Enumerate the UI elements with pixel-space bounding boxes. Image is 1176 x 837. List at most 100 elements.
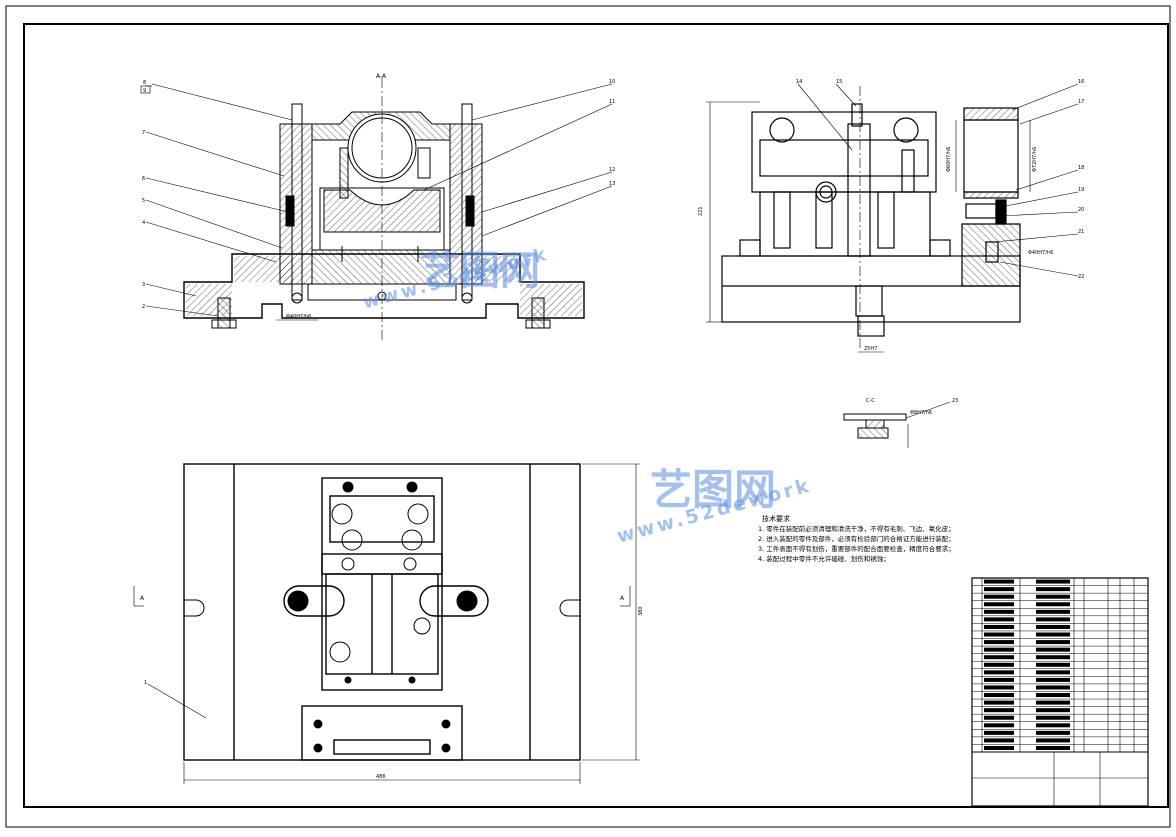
callout-14: 14 <box>796 79 802 85</box>
callout-6: 6 <box>142 176 145 182</box>
tech-req-item-4: 4. 装配过程中零件不允许磕碰、划伤和锈蚀； <box>758 555 890 563</box>
parts-row-entry <box>1036 587 1070 592</box>
callout-4: 4 <box>142 220 145 226</box>
callout-8: 8 <box>143 80 146 86</box>
parts-row-entry <box>1036 624 1070 629</box>
parts-row-entry <box>1036 662 1070 667</box>
front-section-view <box>183 103 585 329</box>
parts-row-entry <box>984 738 1014 743</box>
dim-front-fit: Φ40H7/h6 <box>286 314 311 320</box>
parts-row-entry <box>984 624 1014 629</box>
parts-row-entry <box>984 579 1014 584</box>
parts-row-entry <box>1036 708 1070 713</box>
parts-row-entry <box>984 587 1014 592</box>
callout-1: 1 <box>144 680 147 686</box>
parts-row-entry <box>984 662 1014 667</box>
parts-row-entry <box>1036 693 1070 698</box>
dim-side-height: 221 <box>698 206 704 216</box>
parts-row-entry <box>1036 617 1070 622</box>
callout-12: 12 <box>609 167 615 173</box>
parts-row-entry <box>1036 647 1070 652</box>
parts-row-entry <box>984 693 1014 698</box>
tech-req-title: 技术要求 <box>762 515 790 523</box>
dim-plan-height: 380 <box>638 606 644 616</box>
tech-req-item-2: 2. 进入装配的零件及部件，必须有检验部门的合格证方能进行装配； <box>758 535 955 543</box>
callout-15: 15 <box>836 79 842 85</box>
callout-16: 16 <box>1078 79 1084 85</box>
callout-2: 2 <box>142 304 145 310</box>
callout-box-label: 9 <box>143 88 146 94</box>
parts-row-entry <box>1036 685 1070 690</box>
parts-row-entry <box>984 640 1014 645</box>
parts-row-entry <box>1036 655 1070 660</box>
callout-3: 3 <box>142 282 145 288</box>
plan-view <box>183 463 581 761</box>
section-label-aa: A-A <box>376 73 387 80</box>
parts-list-rows <box>972 579 1148 753</box>
callout-10: 10 <box>609 79 615 85</box>
arrow-label-a-left: A <box>140 595 145 602</box>
parts-row-entry <box>984 746 1014 750</box>
parts-row-entry <box>984 730 1014 735</box>
arrow-label-a-right: A <box>620 595 625 602</box>
section-label-cc: C-C <box>866 398 875 404</box>
parts-row-entry <box>1036 609 1070 614</box>
callout-23: 23 <box>952 398 958 404</box>
parts-row-entry <box>1036 670 1070 675</box>
tech-req-item-1: 1. 零件在装配前必须清理和清洗干净，不得有毛刺、飞边、氧化皮； <box>758 525 955 533</box>
side-view <box>721 103 1021 337</box>
parts-row-entry <box>1036 723 1070 728</box>
parts-row-entry <box>1036 700 1070 705</box>
callout-13: 13 <box>609 181 615 187</box>
parts-row-entry <box>1036 579 1070 584</box>
parts-row-entry <box>984 723 1014 728</box>
tech-req-item-3: 3. 工件表面不得有划伤，重要部件的配合面要检查，精度符合要求； <box>758 545 955 553</box>
callout-20: 20 <box>1078 207 1084 213</box>
technical-requirements: 技术要求 1. 零件在装配前必须清理和清洗干净，不得有毛刺、飞边、氧化皮； 2.… <box>758 514 1008 564</box>
parts-row-entry <box>1036 730 1070 735</box>
parts-row-entry <box>1036 602 1070 607</box>
parts-row-entry <box>984 685 1014 690</box>
dim-side-bottom: 25H7 <box>864 346 877 352</box>
watermark-brand-2: 艺图网 <box>650 465 777 514</box>
dim-side-fit-3: Φ40H7/h6 <box>1028 250 1053 256</box>
dim-cc-fit: Φ8H7/h6 <box>910 410 932 416</box>
callout-11: 11 <box>609 99 615 105</box>
parts-row-entry <box>984 617 1014 622</box>
parts-row-entry <box>984 609 1014 614</box>
plan-circles <box>287 481 478 753</box>
parts-row-entry <box>984 632 1014 637</box>
callout-5: 5 <box>142 198 145 204</box>
watermark-brand-1: 艺图网 <box>420 248 540 294</box>
plan-dims <box>133 463 640 784</box>
callout-21: 21 <box>1078 229 1084 235</box>
parts-row-entry <box>984 594 1014 599</box>
dim-side-fit-1: Φ60H7/h6 <box>946 147 952 172</box>
callout-22: 22 <box>1078 274 1084 280</box>
parts-row-entry <box>984 677 1014 682</box>
parts-row-entry <box>1036 632 1070 637</box>
callout-18: 18 <box>1078 165 1084 171</box>
callout-17: 17 <box>1078 99 1084 105</box>
dim-side-fit-2: Φ72H7/h6 <box>1032 147 1038 172</box>
parts-row-entry <box>1036 715 1070 720</box>
parts-row-entry <box>984 700 1014 705</box>
front-leaders-right <box>423 83 613 237</box>
parts-row-entry <box>1036 738 1070 743</box>
side-dims <box>706 101 1031 353</box>
side-leaders <box>797 83 1079 277</box>
outer-frame <box>5 5 1171 828</box>
dim-plan-width: 486 <box>376 774 386 780</box>
inner-frame <box>23 23 1169 808</box>
parts-row-entry <box>984 715 1014 720</box>
parts-row-entry <box>1036 640 1070 645</box>
callout-box <box>140 85 151 94</box>
callout-7: 7 <box>142 130 145 136</box>
parts-row-entry <box>984 670 1014 675</box>
parts-row-entry <box>984 655 1014 660</box>
front-leaders-left <box>145 83 293 317</box>
parts-row-entry <box>1036 677 1070 682</box>
parts-row-entry <box>1036 746 1070 750</box>
section-cc-view <box>843 401 951 448</box>
